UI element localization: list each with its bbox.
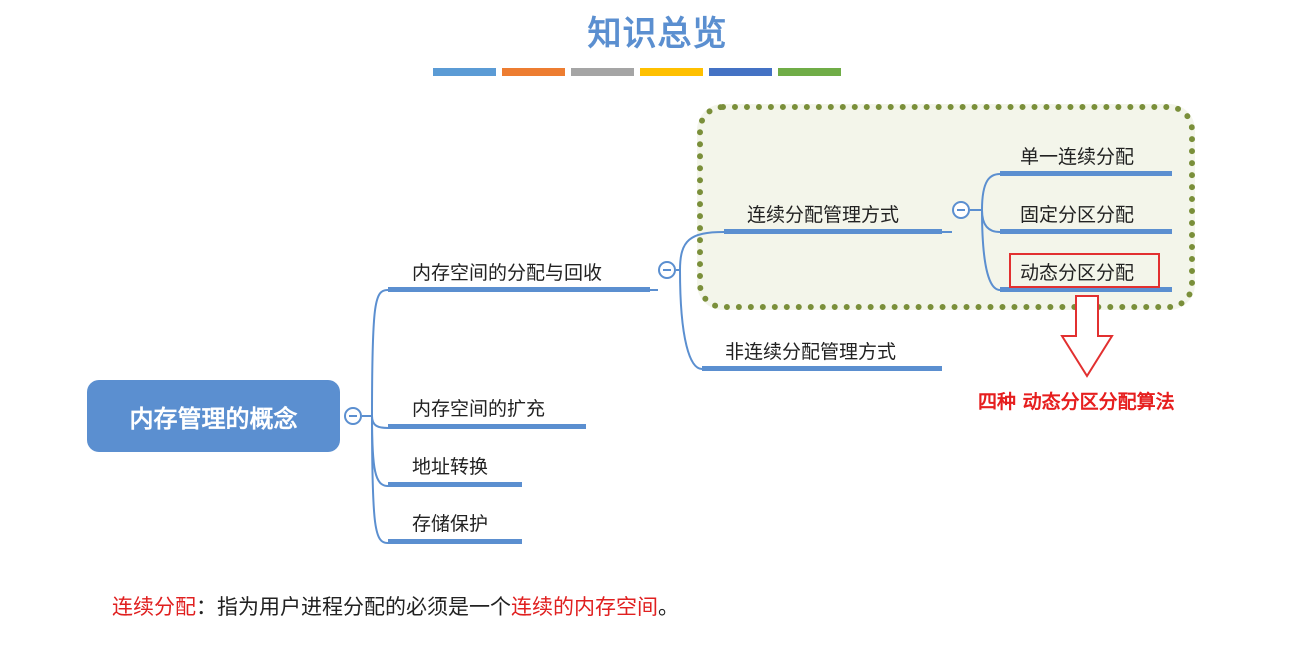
color-bar <box>502 68 565 76</box>
node-underline <box>388 539 522 544</box>
down-arrow-icon <box>1060 295 1114 378</box>
color-bar <box>778 68 841 76</box>
node-memory-allocation[interactable]: 内存空间的分配与回收 <box>412 262 603 284</box>
annotation-text: 四种 动态分区分配算法 <box>978 391 1175 413</box>
definition-highlight: 连续的内存空间 <box>511 595 658 619</box>
node-underline <box>724 229 942 234</box>
node-underline <box>1000 287 1172 292</box>
node-noncontiguous-allocation[interactable]: 非连续分配管理方式 <box>725 341 897 363</box>
color-bar <box>433 68 496 76</box>
node-underline <box>388 424 586 429</box>
node-address-translation[interactable]: 地址转换 <box>412 456 489 478</box>
collapse-icon[interactable] <box>658 261 676 279</box>
node-dynamic-partition[interactable]: 动态分区分配 <box>1020 262 1135 284</box>
color-bar <box>571 68 634 76</box>
definition-end: 。 <box>658 595 679 619</box>
definition-line: 连续分配：指为用户进程分配的必须是一个连续的内存空间。 <box>112 591 679 621</box>
node-storage-protection[interactable]: 存储保护 <box>412 513 489 535</box>
definition-colon: ： <box>196 595 217 619</box>
node-underline <box>388 482 522 487</box>
node-memory-expansion[interactable]: 内存空间的扩充 <box>412 398 546 420</box>
color-bar <box>640 68 703 76</box>
node-underline <box>388 287 650 292</box>
mindmap-root[interactable]: 内存管理的概念 <box>87 380 340 452</box>
node-underline <box>1000 229 1172 234</box>
definition-term: 连续分配 <box>112 595 196 619</box>
highlight-box <box>1009 253 1160 288</box>
highlight-region <box>697 104 1195 310</box>
collapse-icon[interactable] <box>344 407 362 425</box>
node-single-contiguous[interactable]: 单一连续分配 <box>1020 146 1135 168</box>
page-title: 知识总览 <box>587 14 728 54</box>
node-fixed-partition[interactable]: 固定分区分配 <box>1020 204 1135 226</box>
node-underline <box>702 366 942 371</box>
definition-body: 指为用户进程分配的必须是一个 <box>217 595 511 619</box>
collapse-icon[interactable] <box>952 201 970 219</box>
color-bar <box>709 68 772 76</box>
node-underline <box>1000 171 1172 176</box>
node-contiguous-allocation[interactable]: 连续分配管理方式 <box>747 204 900 226</box>
